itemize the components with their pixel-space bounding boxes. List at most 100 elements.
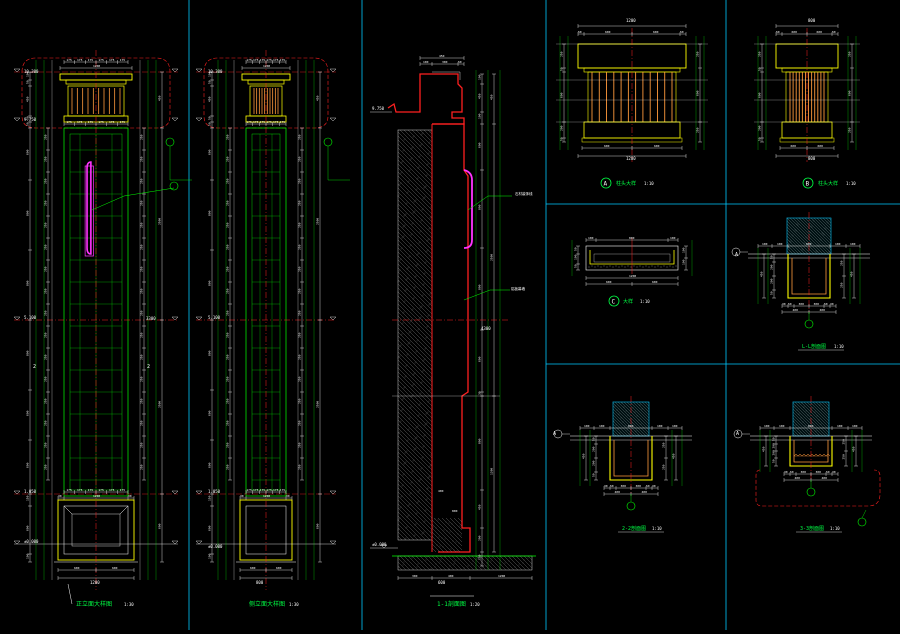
- hatch-stroke: [786, 247, 794, 255]
- wall-outline: [397, 129, 433, 541]
- hatch-dot: [458, 542, 460, 544]
- hatch-stroke: [397, 179, 433, 215]
- hatch-dot: [432, 526, 434, 528]
- dimension-text: 250: [44, 156, 48, 162]
- channel-teeth: [825, 453, 831, 457]
- hatch-stroke: [397, 275, 433, 311]
- level-low-side: 1.050: [208, 489, 221, 494]
- hatch-dot: [408, 256, 410, 258]
- dimension-text: 250: [44, 310, 48, 316]
- hatch-stroke: [467, 555, 483, 571]
- dimension-text: 30: [830, 302, 834, 306]
- hatch-dot: [421, 457, 423, 459]
- level-marker: [329, 68, 337, 73]
- hatch-stroke: [786, 250, 791, 255]
- hatch-dot: [404, 224, 406, 226]
- dimension-text: 175: [280, 488, 286, 492]
- dimension-text: 100: [423, 60, 429, 64]
- hatch-dot: [805, 236, 807, 238]
- hatch-stroke: [792, 411, 818, 437]
- dimension-text: 100: [762, 242, 768, 246]
- hatch-dot: [405, 213, 407, 215]
- hatch-stroke: [397, 467, 433, 503]
- dimension-text: 600: [792, 30, 798, 34]
- hatch-dot: [423, 445, 425, 447]
- hatch-dot: [402, 226, 404, 228]
- detail-c-fill-dot: [591, 265, 593, 267]
- hatch-dot: [638, 419, 640, 421]
- hatch-dot: [453, 549, 455, 551]
- hatch-dot: [430, 292, 432, 294]
- hatch-dot: [451, 523, 453, 525]
- hatch-dot: [417, 263, 419, 265]
- hatch-stroke: [527, 555, 533, 561]
- dimension-text: 100: [26, 553, 30, 559]
- hatch-dot: [417, 425, 419, 427]
- dimension-text: 30: [604, 484, 608, 488]
- hatch-dot: [431, 517, 433, 519]
- hatch-dot: [413, 211, 415, 213]
- level-marker: [195, 68, 203, 73]
- dimension-text: 250: [140, 156, 144, 162]
- hatch-dot: [420, 392, 422, 394]
- hatch-dot: [813, 426, 815, 428]
- dimension-text: 175: [280, 120, 286, 124]
- dimension-text: 250: [44, 420, 48, 426]
- dimension-text: 600: [652, 280, 658, 284]
- hatch-dot: [821, 408, 823, 410]
- dimension-text: 600: [758, 92, 762, 98]
- dimension-text: 800: [806, 242, 812, 246]
- detail-c-fill-dot: [639, 265, 641, 267]
- hatch-dot: [421, 209, 423, 211]
- hatch-dot: [401, 495, 403, 497]
- detail-c-fill-dot: [585, 265, 587, 267]
- dimension-text: 175: [77, 488, 83, 492]
- hatch-dot: [420, 230, 422, 232]
- level-top2-front: 9.750: [24, 117, 37, 122]
- hatch-dot: [452, 540, 454, 542]
- dimension-text: 250: [840, 282, 844, 288]
- hatch-dot: [455, 541, 457, 543]
- hatch-dot: [813, 220, 815, 222]
- dimension-text: 800: [208, 280, 212, 286]
- hatch-stroke: [397, 515, 423, 541]
- dimension-text: 600: [208, 410, 212, 416]
- hatch-dot: [425, 559, 427, 561]
- hatch-stroke: [397, 231, 433, 267]
- hatch-dot: [804, 425, 806, 427]
- hatch-dot: [415, 199, 417, 201]
- hatch-dot: [400, 344, 402, 346]
- hatch-stroke: [397, 155, 433, 191]
- dimension-text: 600: [250, 566, 256, 570]
- hatch-stroke: [824, 401, 830, 407]
- hatch-dot: [425, 261, 427, 263]
- dimension-text: 250: [140, 376, 144, 382]
- dimension-text: 150: [478, 554, 482, 560]
- hatch-dot: [424, 424, 426, 426]
- hatch-dot: [422, 446, 424, 448]
- hatch-dot: [428, 228, 430, 230]
- hatch-dot: [403, 215, 405, 217]
- hatch-dot: [414, 362, 416, 364]
- axis-bubble: [804, 319, 814, 329]
- capital-a-tag-circle: [600, 177, 612, 189]
- detail-c-fill-dot: [588, 266, 590, 268]
- hatch-dot: [400, 162, 402, 164]
- dim-width-front: 1200: [90, 580, 100, 585]
- dimension-text: 250: [840, 260, 844, 266]
- hatch-stroke: [821, 401, 830, 410]
- channel-profile: [609, 436, 653, 481]
- hatch-stroke: [415, 129, 433, 147]
- hatch-stroke: [397, 463, 433, 499]
- hatch-dot: [634, 411, 636, 413]
- dimension-text: 250: [140, 200, 144, 206]
- level-marker: [13, 316, 21, 321]
- hatch-dot: [400, 182, 402, 184]
- hatch-dot: [637, 434, 639, 436]
- hatch-dot: [406, 202, 408, 204]
- hatch-dot: [401, 399, 403, 401]
- hatch-dot: [415, 513, 417, 515]
- level-mid-front: 5.100: [24, 315, 37, 320]
- dimension-text: 250: [226, 354, 230, 360]
- detail-bubble: [169, 181, 179, 191]
